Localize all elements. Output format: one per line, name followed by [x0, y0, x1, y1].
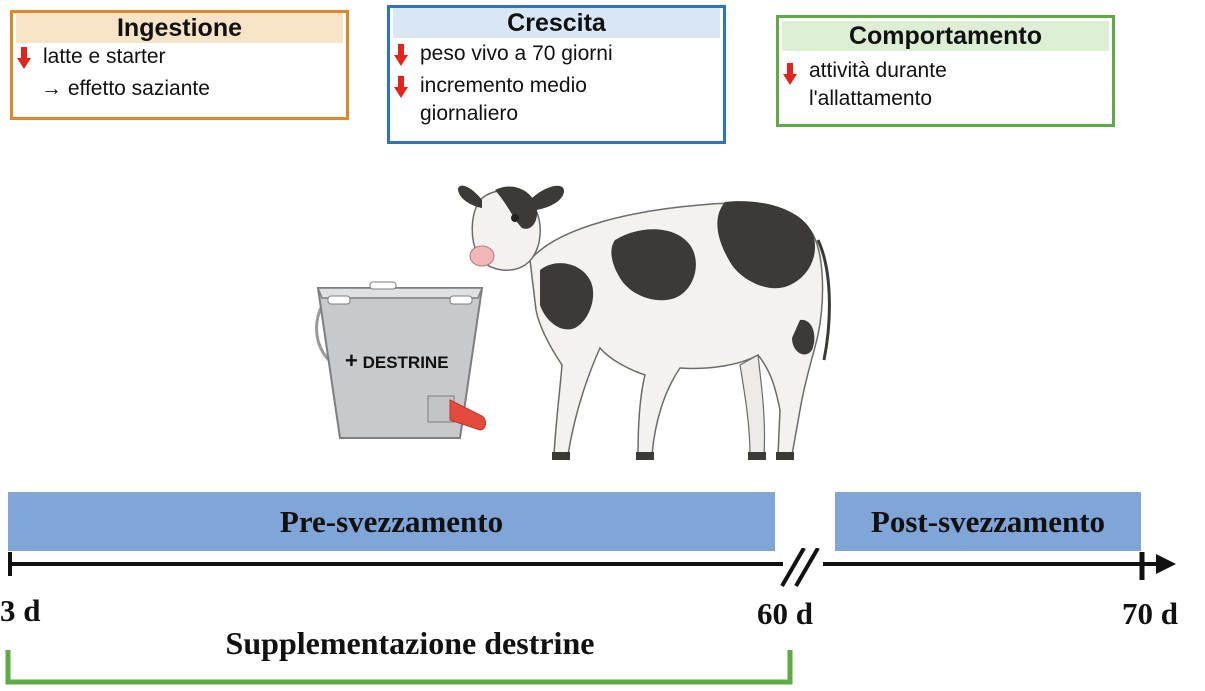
comportamento-item-text: attività durante l'allattamento — [809, 59, 947, 110]
crescita-item-1: peso vivo a 70 giorni — [390, 40, 723, 68]
down-arrow-icon — [783, 63, 797, 85]
cow-illustration — [458, 185, 831, 460]
supplement-label: Supplementazione destrine — [225, 625, 595, 661]
comportamento-box: Comportamento attività durante l'allatta… — [776, 15, 1115, 127]
ingestione-box: Ingestione latte e starter → effetto saz… — [10, 10, 349, 120]
bucket-illustration — [315, 281, 487, 439]
crescita-item-2-text: incremento medio giornaliero — [420, 74, 587, 125]
crescita-item-1-text: peso vivo a 70 giorni — [420, 42, 613, 65]
crescita-title: Crescita — [393, 8, 720, 38]
phase-post-weaning: Post-svezzamento — [835, 492, 1141, 551]
tick-3d: 3 d — [0, 593, 41, 628]
timeline-arrow — [8, 548, 1176, 588]
comportamento-title: Comportamento — [782, 21, 1109, 51]
tick-60d: 60 d — [757, 596, 813, 631]
bucket-label: + DESTRINE — [345, 348, 449, 374]
ingestione-title: Ingestione — [16, 13, 343, 43]
down-arrow-icon — [394, 76, 408, 98]
ingestione-item: latte e starter — [13, 43, 346, 71]
plus-sign: + — [345, 348, 358, 373]
ingestione-item-text: latte e starter — [43, 45, 166, 68]
phase-pre-weaning: Pre-svezzamento — [8, 492, 775, 551]
comportamento-item: attività durante l'allattamento — [779, 57, 1009, 113]
crescita-box: Crescita peso vivo a 70 giorni increment… — [387, 5, 726, 144]
bucket-label-text: DESTRINE — [362, 353, 449, 372]
tick-70d: 70 d — [1122, 596, 1178, 631]
supplement-bracket — [5, 650, 793, 685]
crescita-item-2: incremento medio giornaliero — [390, 72, 650, 128]
down-arrow-icon — [394, 44, 408, 66]
ingestione-sub: → effetto saziante — [41, 77, 210, 100]
down-arrow-icon — [17, 47, 31, 69]
